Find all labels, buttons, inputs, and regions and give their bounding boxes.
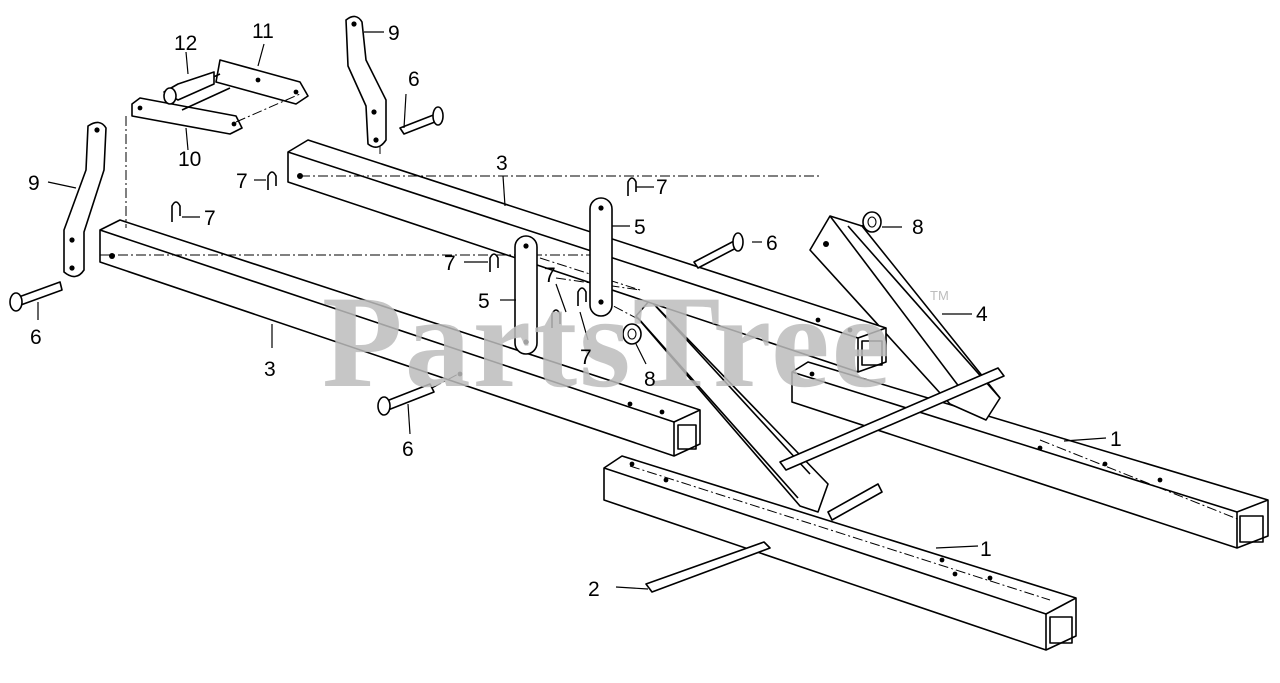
pin-left (9, 281, 63, 312)
callout-12: 12 (174, 32, 197, 55)
callout-7a: 7 (236, 170, 248, 193)
callout-9b: 9 (28, 172, 40, 195)
callout-1a: 1 (1110, 428, 1122, 451)
watermark-text: PartsTree (322, 268, 892, 415)
hair-pins (171, 171, 637, 328)
callout-3a: 3 (496, 152, 508, 175)
callout-6a: 6 (408, 68, 420, 91)
callout-8b: 8 (644, 368, 656, 391)
callout-4: 4 (976, 303, 988, 326)
callout-2: 2 (588, 578, 600, 601)
pin-right (693, 232, 744, 269)
link-plate-lower (514, 235, 538, 355)
callout-7f: 7 (580, 346, 592, 369)
bushing-upper (862, 211, 882, 233)
diagonal-brace-center (635, 287, 1005, 513)
callout-6d: 6 (402, 438, 414, 461)
frame-tube-upper (287, 139, 887, 373)
frame-tube-lower (99, 219, 701, 457)
callout-8a: 8 (912, 216, 924, 239)
callout-labels: 1 1 2 3 3 4 5 5 6 6 6 6 7 7 7 7 7 7 7 8 … (28, 20, 1122, 601)
frame-tube-front (603, 455, 1077, 651)
leader-lines (37, 31, 1107, 590)
callout-9a: 9 (388, 22, 400, 45)
callout-11: 11 (252, 20, 274, 43)
pin-center (377, 371, 463, 416)
link-arm-left (63, 121, 107, 278)
watermark: PartsTree TM (322, 268, 949, 415)
diagonal-tube-upper (809, 215, 1001, 421)
pin-upper (399, 106, 444, 135)
callout-5b: 5 (478, 290, 490, 313)
link-plate-upper (589, 197, 613, 317)
link-assembly-top (131, 59, 309, 135)
flat-plate (645, 483, 883, 593)
callout-7d: 7 (444, 252, 456, 275)
bushing-center (622, 323, 642, 345)
callout-5a: 5 (634, 216, 646, 239)
link-arm-upper (345, 15, 387, 148)
callout-1b: 1 (980, 538, 992, 561)
watermark-trademark: TM (930, 288, 949, 303)
callout-3b: 3 (264, 358, 276, 381)
callout-7b: 7 (204, 207, 216, 230)
callout-6c: 6 (30, 326, 42, 349)
callout-7c: 7 (656, 176, 668, 199)
callout-7e: 7 (544, 264, 556, 287)
callout-6b: 6 (766, 232, 778, 255)
callout-10: 10 (178, 148, 201, 171)
